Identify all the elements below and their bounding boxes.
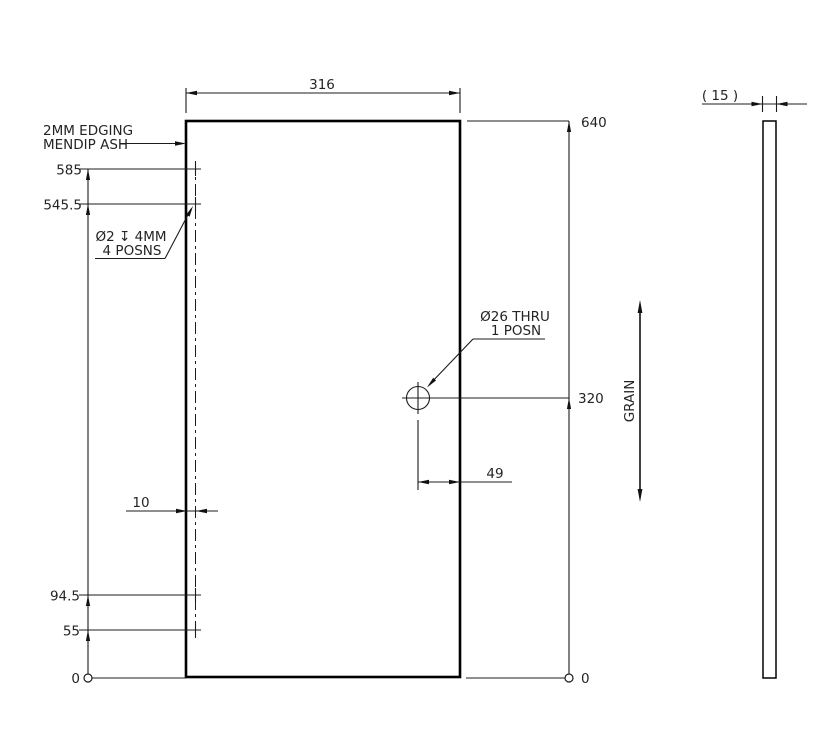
note-large-hole-line2: 1 POSN [491, 323, 541, 339]
dim-hole-edge-offset-text: 49 [486, 466, 503, 482]
arrowhead [175, 141, 186, 146]
ordinate-right: 640 320 0 [466, 115, 607, 687]
arrowhead [427, 377, 436, 388]
ordinate-origin-mark [83, 673, 93, 683]
dim-thickness: ( 15 ) [702, 88, 807, 112]
note-small-holes-line2: 4 POSNS [103, 243, 162, 259]
dim-zero-right-text: 0 [581, 671, 590, 687]
dim-hole-edge-offset: 49 [418, 466, 512, 485]
leader-line [164, 208, 192, 259]
front-view-outline [184, 119, 462, 679]
dim-edge-offset-text: 10 [132, 495, 149, 511]
dim-55-text: 55 [63, 624, 80, 640]
note-edging-line2: MENDIP ASH [43, 137, 128, 153]
note-large-hole: Ø26 THRU 1 POSN [427, 309, 550, 388]
grain-label: GRAIN [622, 380, 638, 423]
arrowhead [449, 479, 460, 485]
dim-945-text: 94.5 [50, 589, 80, 605]
arrowhead [776, 101, 788, 107]
dim-545-text: 545.5 [43, 198, 82, 214]
arrowhead [566, 121, 572, 132]
arrowhead [85, 204, 91, 215]
arrowhead [566, 398, 572, 409]
arrowhead [637, 300, 643, 313]
arrowhead [85, 630, 91, 641]
large-hole [402, 382, 569, 490]
leader-line [428, 338, 474, 386]
note-edging-line1: 2MM EDGING [43, 123, 133, 139]
dim-width: 316 [185, 77, 461, 113]
note-small-holes-line1: Ø2 ↧ 4MM [96, 229, 167, 245]
ordinate-origin-mark [564, 673, 574, 683]
dim-width-text: 316 [309, 77, 335, 93]
note-large-hole-line1: Ø26 THRU [480, 309, 550, 325]
arrowhead [85, 169, 91, 180]
note-small-holes: Ø2 ↧ 4MM 4 POSNS [95, 206, 193, 260]
arrowhead [449, 90, 460, 96]
arrowhead [751, 101, 763, 107]
side-view-outline [762, 120, 777, 679]
grain-symbol: GRAIN [622, 300, 643, 502]
note-edging: 2MM EDGING MENDIP ASH [43, 123, 186, 153]
arrowhead [637, 489, 643, 502]
arrowhead [186, 206, 193, 217]
arrowhead [418, 479, 429, 485]
dim-thickness-text: ( 15 ) [702, 88, 738, 104]
arrowhead [186, 90, 197, 96]
dim-zero-left-text: 0 [71, 671, 80, 687]
arrowhead [196, 508, 207, 514]
ordinate-left: 0 585 545.5 94.5 55 [43, 163, 201, 687]
dim-585-text: 585 [56, 163, 82, 179]
arrowhead [176, 508, 187, 514]
dim-edge-offset: 10 [126, 495, 218, 514]
dim-height-text: 640 [581, 115, 607, 131]
arrowhead [85, 595, 91, 606]
dim-hole-height-text: 320 [578, 391, 604, 407]
